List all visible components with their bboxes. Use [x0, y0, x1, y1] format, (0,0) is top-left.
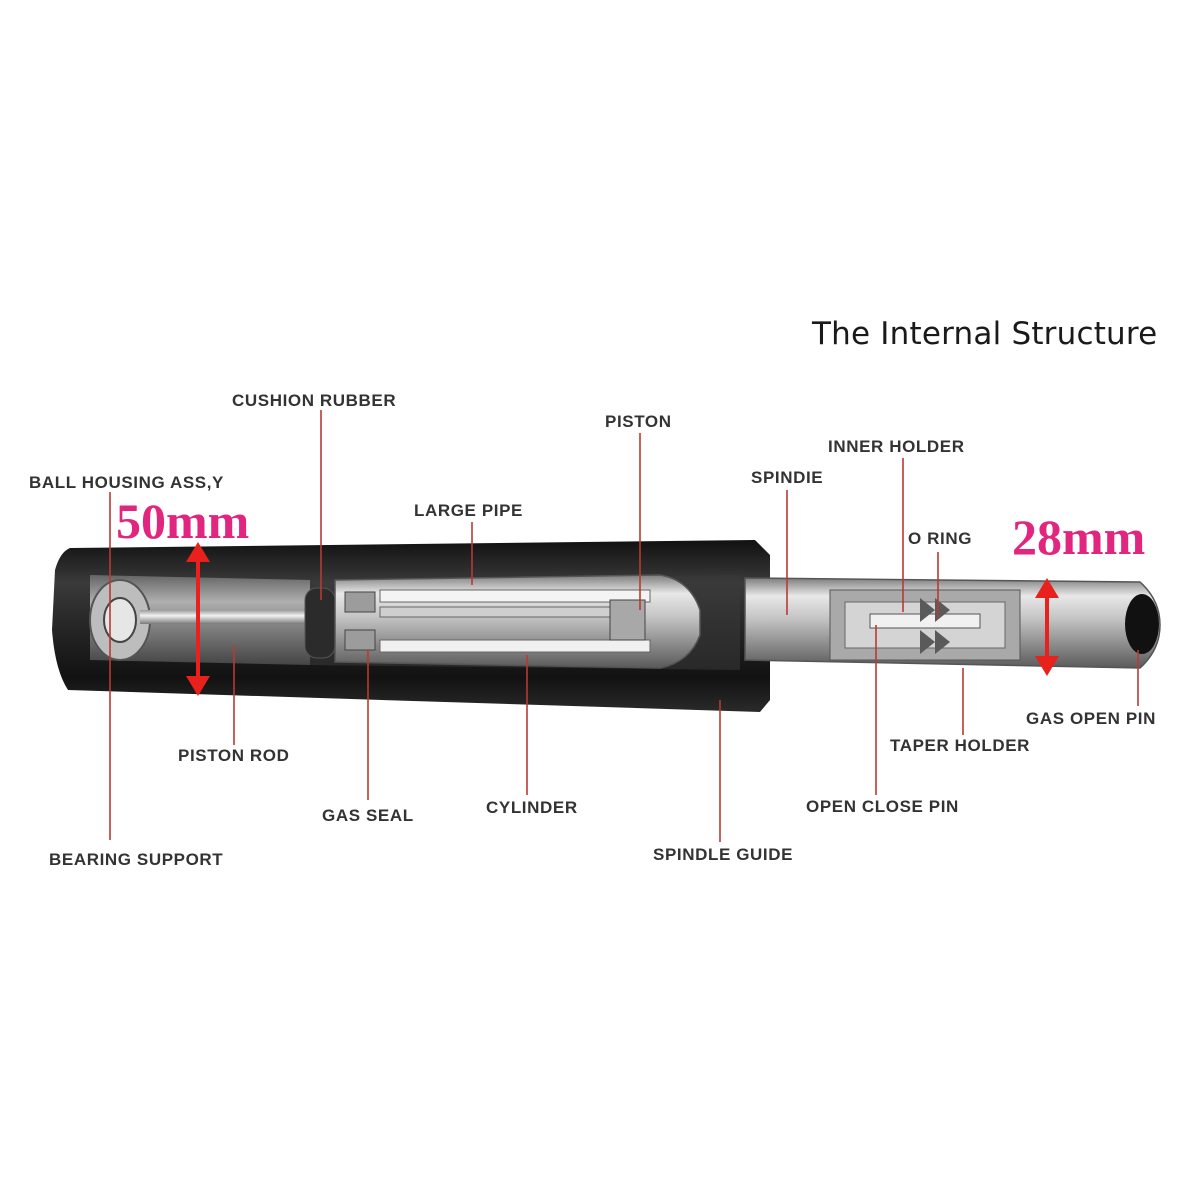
dimension-arrows	[186, 542, 1059, 696]
label-taper-holder: TAPER HOLDER	[890, 736, 1031, 755]
label-open-close-pin: OPEN CLOSE PIN	[806, 797, 959, 816]
label-gas-open-pin: GAS OPEN PIN	[1026, 709, 1157, 728]
large-pipe-shape	[334, 574, 701, 669]
label-o-ring: O RING	[908, 529, 973, 548]
outer-diameter-label: 50mm	[116, 493, 250, 549]
diagram-title: The Internal Structure	[812, 316, 1158, 352]
cushion-rubber-shape	[304, 587, 336, 659]
label-large-pipe: LARGE PIPE	[414, 501, 523, 520]
leader-lines	[109, 410, 1139, 842]
label-bearing-support: BEARING SUPPORT	[49, 850, 224, 869]
label-ball-housing: BALL HOUSING ASS,Y	[29, 473, 224, 492]
label-gas-seal: GAS SEAL	[322, 806, 414, 825]
label-piston-rod: PISTON ROD	[178, 746, 290, 765]
label-spindie: SPINDIE	[751, 468, 824, 487]
label-piston: PISTON	[605, 412, 672, 431]
label-cushion-rubber: CUSHION RUBBER	[232, 391, 397, 410]
inner-diameter-label: 28mm	[1012, 509, 1146, 565]
ball-housing-shape	[89, 579, 151, 661]
label-cylinder: CYLINDER	[486, 798, 578, 817]
label-spindle-guide: SPINDLE GUIDE	[653, 845, 794, 864]
gas-open-pin-shape	[1125, 594, 1159, 654]
spindle-shape	[744, 577, 1161, 669]
label-inner-holder: INNER HOLDER	[828, 437, 965, 456]
